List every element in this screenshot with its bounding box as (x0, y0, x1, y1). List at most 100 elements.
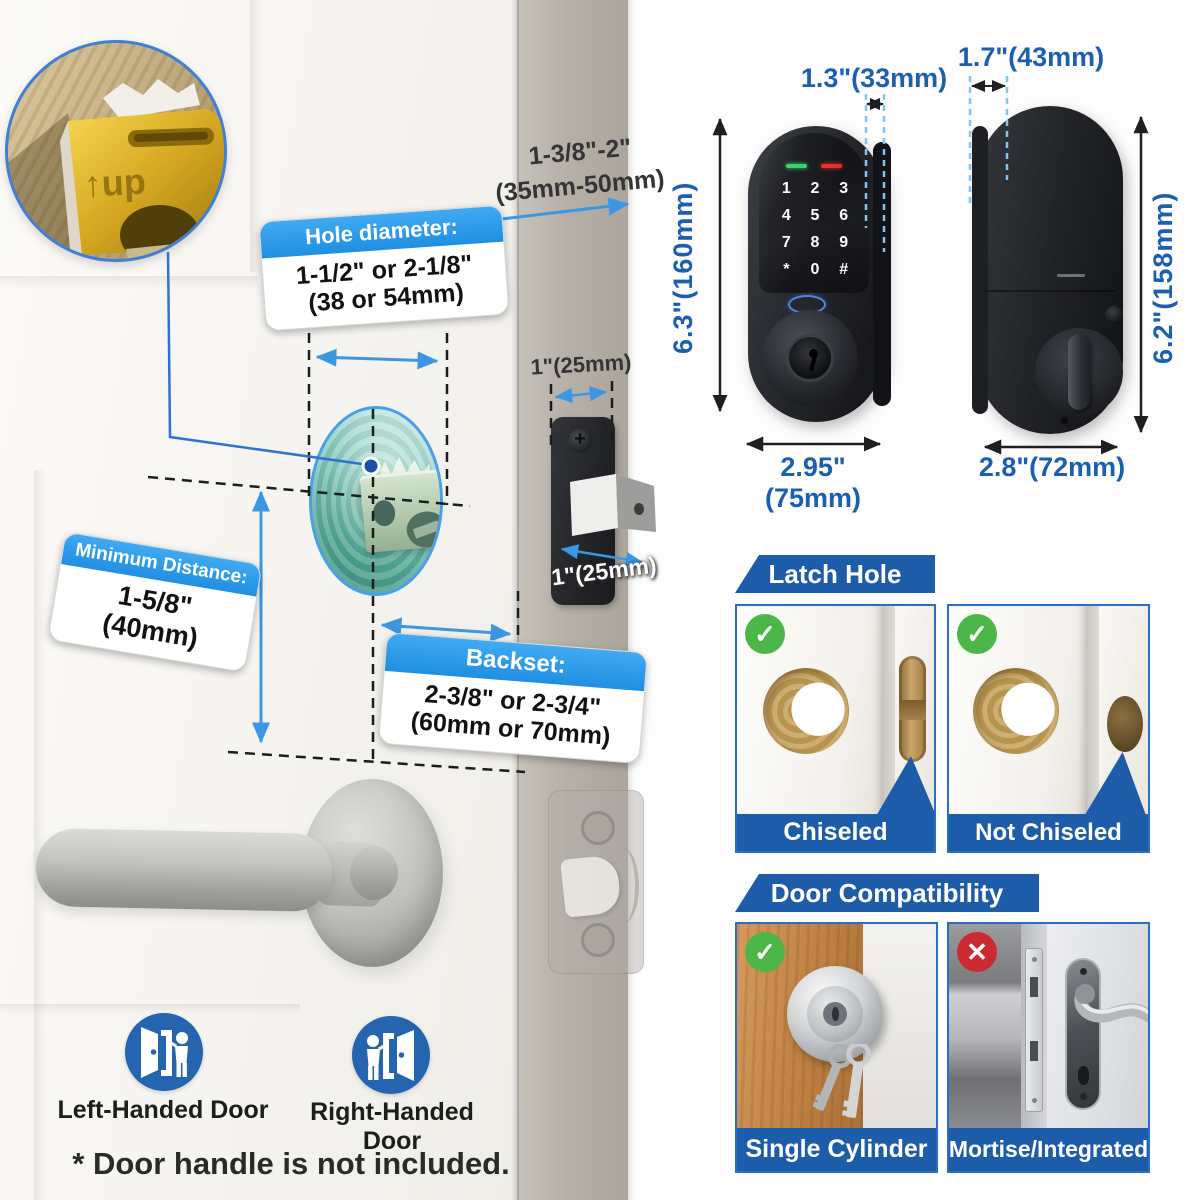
red-indicator (821, 164, 842, 168)
rear-reset-hole (1061, 417, 1068, 424)
front-lock-height-label: 6.3"(160mm) (668, 181, 698, 354)
latch-hole-banner: Latch Hole (735, 555, 935, 593)
right-handed-door-icon (352, 1016, 430, 1094)
handle-not-included-note: * Door handle is not included. (72, 1146, 510, 1181)
backplate-screw (1080, 968, 1087, 975)
cross-icon: ✕ (957, 932, 997, 972)
thumbturn (1035, 328, 1123, 416)
handle-collar (350, 846, 398, 900)
compat-card-mortise: ✕ Mortise/Integrated (947, 922, 1150, 1173)
handle-lever (35, 827, 333, 913)
key-4: 4 (781, 206, 791, 224)
cross-bore-hole (309, 406, 443, 596)
rear-lock-width-label: 2.8"(72mm) (978, 452, 1126, 482)
single-cylinder-label: Single Cylinder (737, 1128, 936, 1171)
ghost-screw-top (581, 811, 615, 845)
mortise-photo (949, 924, 1148, 1132)
green-indicator (786, 164, 807, 168)
door-molding (250, 0, 262, 272)
key-star: * (783, 260, 790, 278)
chiseled-slot (899, 656, 926, 762)
key-hash: # (839, 260, 849, 278)
key-7: 7 (781, 233, 791, 251)
bolt-hole (634, 503, 644, 515)
plate-screw (1032, 957, 1037, 962)
inset-latch-edge (60, 121, 82, 255)
right-handed-door-label: Right-Handed Door (310, 1098, 474, 1155)
key-5: 5 (810, 206, 820, 224)
latch-hole-card-chiseled: ✓ Chiseled (735, 604, 936, 853)
latch-big-hole (405, 509, 440, 550)
backset-callout: Backset: 2-3/8" or 2-3/4" (60mm or 70mm) (378, 631, 648, 765)
lever-handle-photo (1074, 984, 1148, 1023)
left-handed-door-icon (125, 1013, 203, 1091)
latch-small-hole (372, 498, 397, 527)
cylinder-plug (823, 1002, 847, 1026)
thumbturn-bar (1068, 334, 1090, 410)
bolt-side-face (616, 474, 656, 532)
left-handed-door-label: Left-Handed Door (57, 1096, 269, 1124)
inset-up-marking: ↑up (83, 161, 147, 205)
bore-hole-photo (763, 668, 849, 754)
key-6: 6 (839, 206, 849, 224)
key-cylinder (762, 310, 858, 406)
handle-latch-plate-ghost (548, 790, 644, 974)
ghost-screw-bottom (581, 923, 615, 957)
lock-rear-view (972, 106, 1123, 434)
hole-diameter-callout: Hole diameter: 1-1/2" or 2-1/8" (38 or 5… (258, 204, 510, 332)
plate-screw (1032, 1098, 1037, 1103)
inset-latch-slot-inner (134, 131, 208, 143)
door-gap (883, 606, 895, 818)
check-icon: ✓ (957, 614, 997, 654)
keypad-panel: 1 2 3 4 5 6 7 8 9 * 0 # (759, 133, 869, 293)
bolt-front-face (570, 474, 618, 536)
key-0: 0 (810, 260, 820, 278)
latch-groove (899, 700, 926, 720)
bore-hole-photo (973, 668, 1059, 754)
keypad: 1 2 3 4 5 6 7 8 9 * 0 # (772, 175, 858, 283)
rear-lock-height-label: 6.2"(158mm) (1148, 191, 1178, 364)
front-lock-width-label: 2.95"(75mm) (764, 452, 862, 513)
door-molding (0, 1004, 300, 1014)
keyhole-icon (809, 349, 818, 358)
rear-button (1105, 306, 1123, 324)
ghost-latch-arc (609, 849, 639, 923)
cylinder-core (786, 334, 834, 382)
mortise-faceplate (1025, 948, 1043, 1112)
door-arris-shadow (511, 0, 519, 1200)
door-gap (1087, 606, 1099, 818)
deadbolt-slot (1030, 1041, 1038, 1061)
keyhole-slot (809, 355, 817, 372)
keyhole-icon (832, 1007, 839, 1021)
door-molding (34, 470, 46, 1200)
check-icon: ✓ (745, 932, 785, 972)
not-chiseled-label: Not Chiseled (949, 814, 1148, 851)
door-molding (0, 276, 258, 288)
keyhole-icon (1078, 1066, 1089, 1085)
backplate-screw (1080, 1093, 1087, 1100)
latch-zoom-art: ↑up (8, 79, 224, 259)
keys-photo (812, 1044, 872, 1118)
mortise-label: Mortise/Integrated (949, 1128, 1148, 1171)
deadbolt-bolt (570, 474, 656, 536)
key-2: 2 (810, 179, 820, 197)
door-edge-outer-shadow (628, 0, 635, 1200)
hole-diameter-values: 1-1/2" or 2-1/8" (38 or 54mm) (262, 242, 508, 331)
latch-slot (413, 520, 440, 539)
inset-keycap (103, 79, 200, 119)
battery-cover-seam (985, 290, 1115, 292)
drilled-latch-hole (1107, 696, 1143, 752)
door-compatibility-banner: Door Compatibility (735, 874, 1039, 912)
check-icon: ✓ (745, 614, 785, 654)
handle-backplate (1065, 958, 1101, 1110)
latch-hole-card-not-chiseled: ✓ Not Chiseled (947, 604, 1150, 853)
faceplate-screw (568, 428, 592, 453)
key-1: 1 (781, 179, 791, 197)
latch-slot (1030, 977, 1038, 997)
chiseled-label: Chiseled (737, 814, 934, 851)
compat-card-single-cylinder: ✓ Single Cylinder (735, 922, 938, 1173)
battery-cover-notch (1057, 274, 1085, 277)
front-lock-depth-label: 1.3"(33mm) (800, 63, 948, 93)
bore-latch-body (359, 467, 440, 553)
